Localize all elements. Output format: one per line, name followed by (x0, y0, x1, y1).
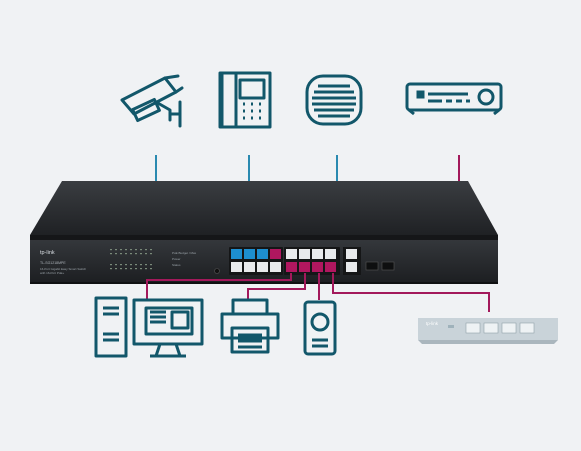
poe-switch: tp-link TL-SG1218MPE 16-Port Gigabit Eas… (30, 181, 498, 284)
status-led (130, 268, 132, 270)
ports-group-2 (284, 247, 340, 275)
status-led (115, 253, 117, 255)
poe-legend-label: PoE Budget / Max (172, 251, 197, 255)
port-10[interactable] (286, 262, 297, 272)
status-led (130, 249, 132, 251)
mini-port-1 (465, 322, 481, 334)
status-led (145, 264, 147, 266)
status-led (135, 264, 137, 266)
status-led (150, 268, 152, 270)
status-led (135, 249, 137, 251)
port-1[interactable] (231, 249, 242, 259)
status-led (140, 264, 142, 266)
status-led (145, 268, 147, 270)
cable-printer (247, 273, 306, 300)
camera-icon (120, 74, 184, 128)
cable-mini-switch (332, 273, 490, 312)
port-11[interactable] (299, 249, 310, 259)
port-7[interactable] (270, 249, 281, 259)
switch-description-2: with 16-Port PoE+ (40, 271, 65, 275)
status-led (110, 264, 112, 266)
status-led (150, 253, 152, 255)
status-led (145, 253, 147, 255)
mini-port-3 (501, 322, 517, 334)
status-led (135, 253, 137, 255)
status-led (120, 253, 122, 255)
access-point-icon (305, 74, 363, 126)
mini-port-2 (483, 322, 499, 334)
status-led (110, 249, 112, 251)
status-led (120, 264, 122, 266)
status-led (130, 264, 132, 266)
port-16[interactable] (325, 262, 336, 272)
computer-icon (94, 296, 204, 358)
status-led (125, 264, 127, 266)
port-17[interactable] (346, 249, 357, 259)
mini-switch-brand: tp-link (426, 321, 439, 326)
status-label: Status (172, 263, 181, 267)
speaker-icon (303, 300, 337, 356)
port-4[interactable] (244, 262, 255, 272)
status-led (120, 268, 122, 270)
poe-legend-label-2: Power (172, 257, 181, 261)
port-15[interactable] (325, 249, 336, 259)
status-led (150, 264, 152, 266)
port-13[interactable] (312, 249, 323, 259)
port-18[interactable] (346, 262, 357, 272)
mini-port-4 (519, 322, 535, 334)
reset-button[interactable] (214, 268, 220, 274)
status-led (125, 268, 127, 270)
port-6[interactable] (257, 262, 268, 272)
status-led (115, 264, 117, 266)
nvr-icon (405, 82, 503, 116)
ports-group-1 (229, 247, 283, 275)
port-2[interactable] (231, 262, 242, 272)
port-3[interactable] (244, 249, 255, 259)
phone-icon (218, 71, 272, 129)
status-led (140, 249, 142, 251)
status-led (145, 249, 147, 251)
port-12[interactable] (299, 262, 310, 272)
switch-model: TL-SG1218MPE (40, 261, 66, 265)
status-led (120, 249, 122, 251)
status-led (110, 268, 112, 270)
uplink-ports (343, 247, 395, 275)
status-led (115, 249, 117, 251)
port-9[interactable] (286, 249, 297, 259)
port-8[interactable] (270, 262, 281, 272)
printer-icon (220, 298, 280, 354)
status-led (150, 249, 152, 251)
status-led (135, 268, 137, 270)
switch-icon: tp-link (418, 318, 558, 344)
sfp-port-1[interactable] (365, 261, 379, 271)
led-panel (110, 249, 152, 270)
status-led (110, 253, 112, 255)
status-led (130, 253, 132, 255)
status-led (140, 268, 142, 270)
status-led (125, 253, 127, 255)
port-14[interactable] (312, 262, 323, 272)
status-led (115, 268, 117, 270)
status-led (125, 249, 127, 251)
switch-brand: tp-link (40, 250, 55, 256)
cable-computer (146, 273, 292, 300)
sfp-port-2[interactable] (381, 261, 395, 271)
switch-description-1: 16-Port Gigabit Easy Smart Switch (40, 267, 87, 271)
status-led (140, 253, 142, 255)
port-5[interactable] (257, 249, 268, 259)
